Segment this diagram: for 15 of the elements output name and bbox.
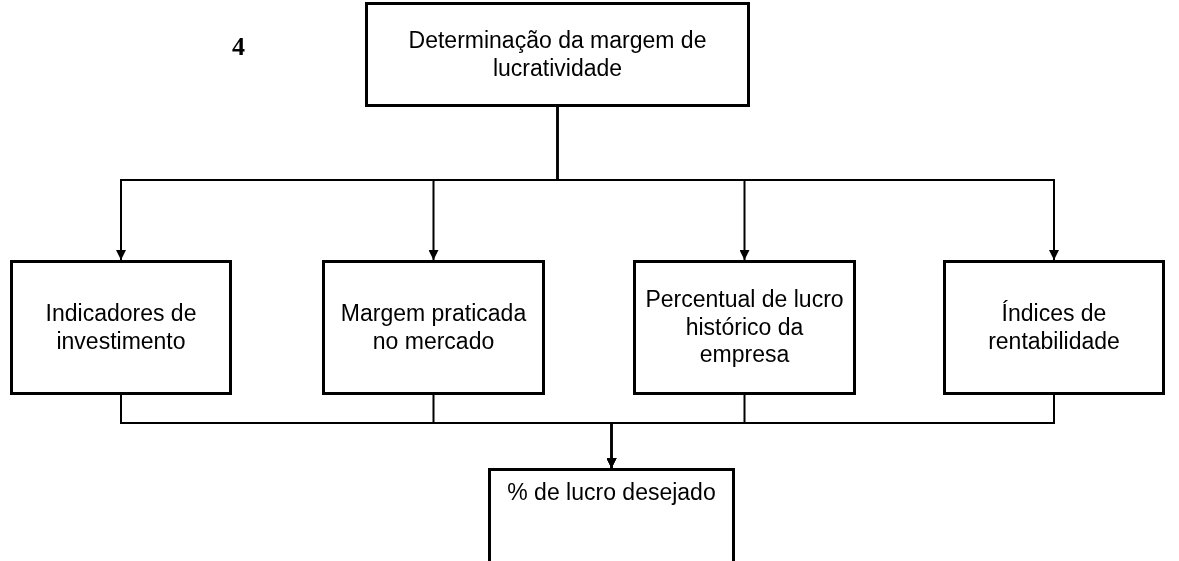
process-box	[633, 260, 856, 395]
box-text: Índices de rentabilidade	[987, 299, 1121, 356]
process-box	[10, 260, 232, 395]
section-number: 4	[232, 32, 245, 62]
arrow	[556, 106, 1059, 261]
arrow	[606, 394, 1055, 469]
process-box	[322, 260, 545, 395]
process-box	[365, 2, 750, 107]
process-box	[943, 260, 1165, 395]
box-text: Margem praticada no mercado	[339, 299, 528, 356]
box-text: Percentual de lucro histórico da empresa	[644, 286, 845, 369]
box-text: % de lucro desejado	[507, 479, 716, 507]
box-text: Indicadores de investimento	[44, 299, 198, 356]
process-box	[488, 468, 735, 561]
box-text: Determinação da margem de lucratividade	[407, 26, 708, 83]
